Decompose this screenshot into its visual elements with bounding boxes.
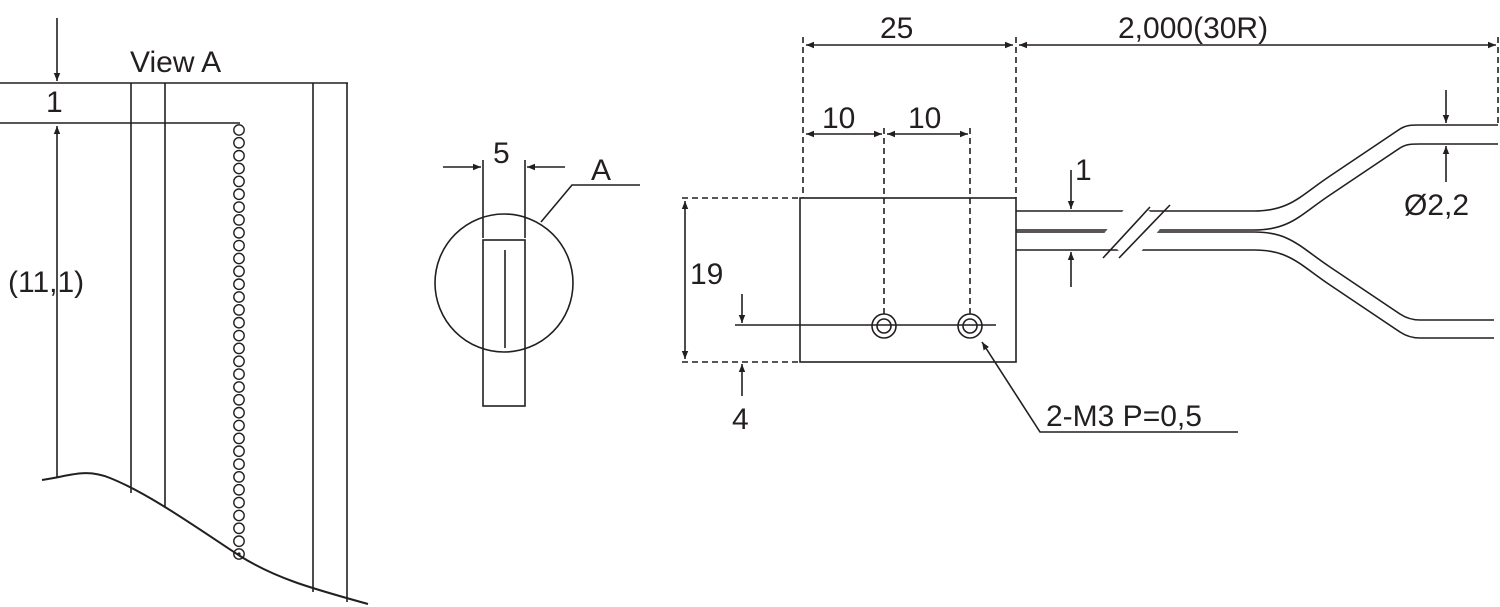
sensor-dot bbox=[233, 265, 245, 278]
sensor-dot bbox=[233, 329, 245, 342]
cable-break-line-1 bbox=[1102, 206, 1151, 259]
sensor-dot bbox=[233, 381, 245, 393]
section-slot bbox=[482, 239, 526, 407]
dim-diameter-label: Ø2,2 bbox=[1404, 189, 1469, 222]
sensor-dot bbox=[233, 175, 245, 188]
sensor-dot bbox=[233, 252, 245, 265]
cable-2-bend-outer bbox=[1253, 249, 1494, 339]
sensor-dot bbox=[233, 136, 245, 149]
sensor-dot bbox=[233, 201, 245, 214]
sensor-dot bbox=[233, 535, 245, 548]
sensor-body bbox=[799, 197, 1017, 363]
cable-1-bend-outer bbox=[1253, 124, 1498, 212]
sensor-dot bbox=[233, 368, 245, 380]
dim-pitch-2-label: 10 bbox=[908, 102, 941, 135]
mount-hole-2-inner bbox=[962, 318, 978, 334]
sensor-dot bbox=[233, 406, 245, 419]
dim-cable-label: 2,000(30R) bbox=[1118, 12, 1268, 45]
dim-height-label: (11,1) bbox=[8, 266, 84, 299]
sensor-dot bbox=[233, 509, 245, 522]
sensor-dot bbox=[233, 316, 245, 329]
sensor-dot bbox=[233, 522, 245, 535]
sensor-dot bbox=[233, 355, 245, 368]
break-line bbox=[41, 472, 369, 605]
sensor-dot bbox=[233, 188, 245, 201]
section-circle bbox=[434, 213, 574, 353]
mount-hole-1 bbox=[871, 313, 897, 339]
view-a-title: View A bbox=[130, 46, 221, 79]
hole-callout-leader bbox=[981, 341, 1238, 433]
cable-1-bend-inner bbox=[1253, 143, 1498, 231]
sensor-dot bbox=[233, 239, 245, 252]
sensor-dot bbox=[233, 445, 245, 458]
section-view: 5 A bbox=[434, 137, 640, 407]
sensor-dot bbox=[233, 470, 245, 483]
sensor-dot bbox=[233, 213, 245, 226]
sensor-dot bbox=[233, 496, 245, 509]
mount-hole-2 bbox=[957, 313, 983, 339]
dim-slot-label: 5 bbox=[493, 137, 510, 170]
sensor-dot bbox=[233, 278, 245, 291]
dim-offset-label: 4 bbox=[732, 403, 749, 436]
dim-length-label: 25 bbox=[880, 12, 913, 45]
cable-pair bbox=[1016, 124, 1498, 339]
mount-hole-1-inner bbox=[876, 318, 892, 334]
view-a-detail: View A 1 (11,1) bbox=[0, 18, 369, 605]
sensor-dot bbox=[233, 303, 245, 316]
dim-cable-gap-label: 1 bbox=[1075, 154, 1092, 187]
view-a-leader bbox=[540, 184, 640, 223]
dim-pitch-1-label: 10 bbox=[822, 102, 855, 135]
sensor-dot bbox=[233, 226, 245, 239]
dim-top-label: 1 bbox=[46, 86, 63, 119]
hole-callout-label: 2-M3 P=0,5 bbox=[1046, 400, 1202, 433]
sensor-dot bbox=[233, 419, 245, 432]
sensor-dot bbox=[233, 342, 245, 355]
cable-break-line-2 bbox=[1118, 204, 1171, 259]
view-a-marker: A bbox=[591, 154, 611, 187]
sensor-dot bbox=[233, 458, 245, 470]
sensor-dot bbox=[233, 162, 245, 175]
cable-2-bend-inner bbox=[1253, 231, 1494, 321]
dim-height-label-right: 19 bbox=[690, 258, 723, 291]
cable-break-gap bbox=[1101, 197, 1165, 263]
sensor-dot bbox=[233, 124, 245, 136]
sensor-dot bbox=[233, 483, 245, 496]
sensor-dot bbox=[233, 149, 245, 162]
sensor-dot-column bbox=[233, 124, 245, 560]
sensor-body-view: 25 2,000(30R) 10 10 19 4 2-M3 P=0,5 bbox=[681, 12, 1499, 436]
sensor-dot bbox=[233, 291, 245, 303]
sensor-dot bbox=[233, 432, 245, 445]
sensor-dot bbox=[233, 393, 245, 406]
